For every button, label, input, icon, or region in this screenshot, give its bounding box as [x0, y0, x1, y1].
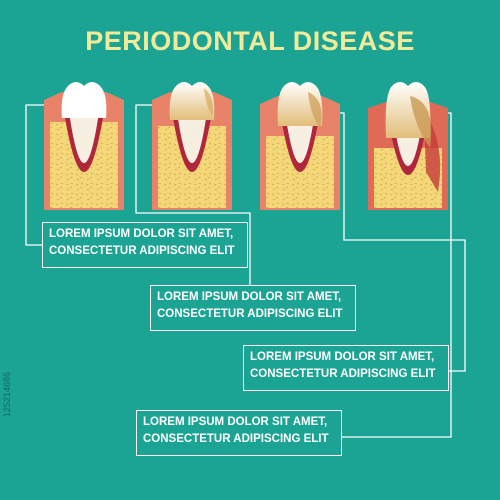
page-title: PERIODONTAL DISEASE — [85, 26, 415, 56]
callout-box-3: LOREM IPSUM DOLOR SIT AMET, CONSECTETUR … — [243, 345, 449, 391]
callout-4-line-2: CONSECTETUR ADIPISCING ELIT — [143, 433, 329, 445]
crown-3 — [277, 82, 323, 126]
leader-line-3 — [323, 112, 466, 372]
callout-2-line-2: CONSECTETUR ADIPISCING ELIT — [157, 308, 343, 320]
tooth-stage-3 — [260, 82, 340, 210]
leader-line-1 — [25, 104, 44, 246]
leader-line-2 — [135, 104, 251, 285]
plaque-3 — [308, 92, 322, 128]
tooth-stage-1 — [44, 82, 124, 210]
callout-box-4: LOREM IPSUM DOLOR SIT AMET, CONSECTETUR … — [136, 410, 342, 456]
callout-box-2: LOREM IPSUM DOLOR SIT AMET, CONSECTETUR … — [150, 285, 356, 331]
callout-box-1: LOREM IPSUM DOLOR SIT AMET, CONSECTETUR … — [42, 222, 248, 268]
callout-1-line-1: LOREM IPSUM DOLOR SIT AMET, — [49, 228, 234, 240]
root-inner-2 — [177, 112, 207, 163]
callout-1-line-2: CONSECTETUR ADIPISCING ELIT — [49, 245, 235, 257]
callout-4-line-1: LOREM IPSUM DOLOR SIT AMET, — [143, 416, 328, 428]
crown-2 — [169, 82, 215, 120]
tooth-stage-4 — [368, 82, 448, 210]
bone-4 — [374, 148, 442, 208]
callout-3-line-1: LOREM IPSUM DOLOR SIT AMET, — [250, 351, 435, 363]
crown-1 — [61, 82, 107, 118]
tooth-stage-2 — [152, 82, 232, 210]
plaque-2 — [204, 88, 213, 116]
callout-2-line-1: LOREM IPSUM DOLOR SIT AMET, — [157, 291, 342, 303]
stock-id: 125214686 — [2, 372, 12, 418]
callout-3-line-2: CONSECTETUR ADIPISCING ELIT — [250, 368, 436, 380]
plaque-4 — [410, 96, 432, 148]
root-inner-1 — [69, 112, 99, 163]
